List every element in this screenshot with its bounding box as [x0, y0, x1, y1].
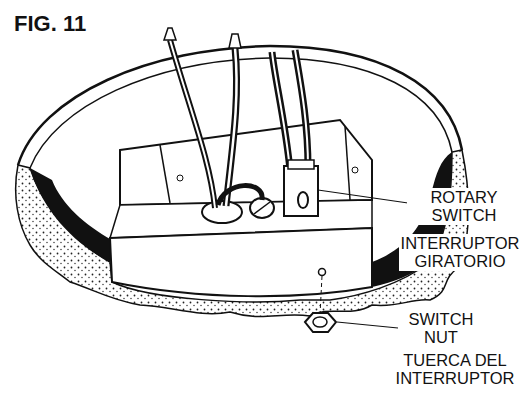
wire [226, 48, 237, 206]
leader-line [318, 190, 408, 203]
part-label: INTERRUPTOR GIRATORIO [399, 234, 521, 271]
bracket-hole [352, 167, 358, 173]
part-label: TUERCA DEL INTERRUPTOR [390, 351, 520, 388]
bracket-fold [160, 145, 170, 203]
wire [226, 48, 237, 206]
wire-loop [218, 186, 262, 205]
bracket-screw-hole [319, 269, 326, 276]
socket-screw-slot [254, 202, 270, 214]
rotary-switch-body [284, 166, 318, 216]
figure-title: FIG. 11 [14, 12, 86, 37]
leader-line [337, 322, 398, 328]
bracket-front [110, 228, 372, 296]
socket-screw [250, 198, 274, 218]
wire [170, 40, 215, 208]
switch-wire [272, 52, 290, 170]
bracket-fold [345, 126, 350, 200]
part-label: SWITCH NUT [400, 310, 482, 347]
wire-end [164, 28, 176, 40]
switch-nut [305, 313, 336, 332]
wire [170, 40, 215, 208]
socket-grommet [202, 201, 242, 223]
switch-wire [272, 52, 290, 170]
part-label: ROTARY SWITCH [407, 188, 521, 225]
switch-wire [295, 50, 308, 168]
wire-end [229, 34, 241, 48]
bracket-hole [177, 175, 183, 181]
switch-nut-hole [313, 317, 327, 327]
rotary-switch-top [288, 160, 314, 169]
switch-wire [295, 50, 308, 168]
inner-wall-left [30, 168, 112, 262]
screw-axis [320, 276, 322, 315]
rotary-switch-shaft [298, 192, 308, 208]
